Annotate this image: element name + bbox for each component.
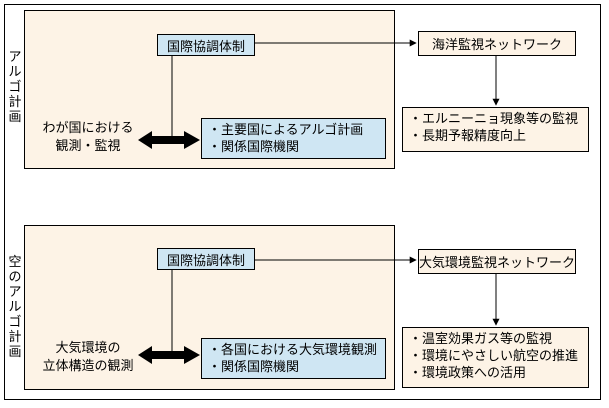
top-observation-line-1: わが国における: [42, 121, 134, 136]
bottom-member-item-1: ・各国における大気環境観測: [208, 343, 378, 358]
bottom-double-arrow: [138, 346, 200, 364]
bottom-coordination-label: 国際協調体制: [166, 253, 245, 269]
diagram-frame: [4, 4, 601, 400]
bottom-outcomes-box: ・温室効果ガス等の監視 ・環境にやさしい航空の推進 ・環境政策への活用: [402, 327, 589, 388]
top-members-box: ・主要国によるアルゴ計画 ・関係国際機関: [201, 118, 386, 159]
top-coordination-box: 国際協調体制: [157, 34, 255, 56]
bottom-outcome-item-1: ・温室効果ガス等の監視: [409, 332, 553, 347]
bottom-outcome-item-3: ・環境政策への活用: [409, 366, 527, 381]
top-coordination-label: 国際協調体制: [166, 39, 245, 55]
bottom-outcome-item-2: ・環境にやさしい航空の推進: [409, 349, 579, 364]
bottom-vertical-label: 空 の ア ル ゴ 計 画: [8, 255, 22, 360]
bottom-member-item-2: ・関係国際機関: [208, 360, 300, 375]
bottom-members-box: ・各国における大気環境観測 ・関係国際機関: [201, 338, 386, 379]
top-outcome-item-1: ・エルニーニョ現象等の監視: [409, 112, 579, 127]
top-observation-line-2: 観測・監視: [55, 139, 121, 154]
bottom-coordination-box: 国際協調体制: [157, 248, 255, 270]
top-network-label: 海洋監視ネットワーク: [431, 38, 562, 53]
top-double-arrow: [138, 131, 200, 149]
bottom-network-label: 大気環境監視ネットワーク: [419, 256, 576, 271]
bottom-network-box: 大気環境監視ネットワーク: [418, 249, 576, 274]
top-outcomes-box: ・エルニーニョ現象等の監視 ・長期予報精度向上: [402, 107, 589, 152]
bottom-observation-line-2: 立体構造の観測: [42, 359, 134, 374]
bottom-observation-line-1: 大気環境の: [55, 341, 121, 356]
bottom-observation-label: 大気環境の 立体構造の観測: [36, 340, 140, 376]
top-member-item-2: ・関係国際機関: [208, 140, 300, 155]
top-network-box: 海洋監視ネットワーク: [418, 31, 576, 56]
top-observation-label: わが国における 観測・監視: [36, 120, 140, 156]
top-outcome-item-2: ・長期予報精度向上: [409, 129, 527, 144]
top-member-item-1: ・主要国によるアルゴ計画: [208, 123, 364, 138]
top-vertical-label: ア ル ゴ 計 画: [8, 50, 22, 125]
